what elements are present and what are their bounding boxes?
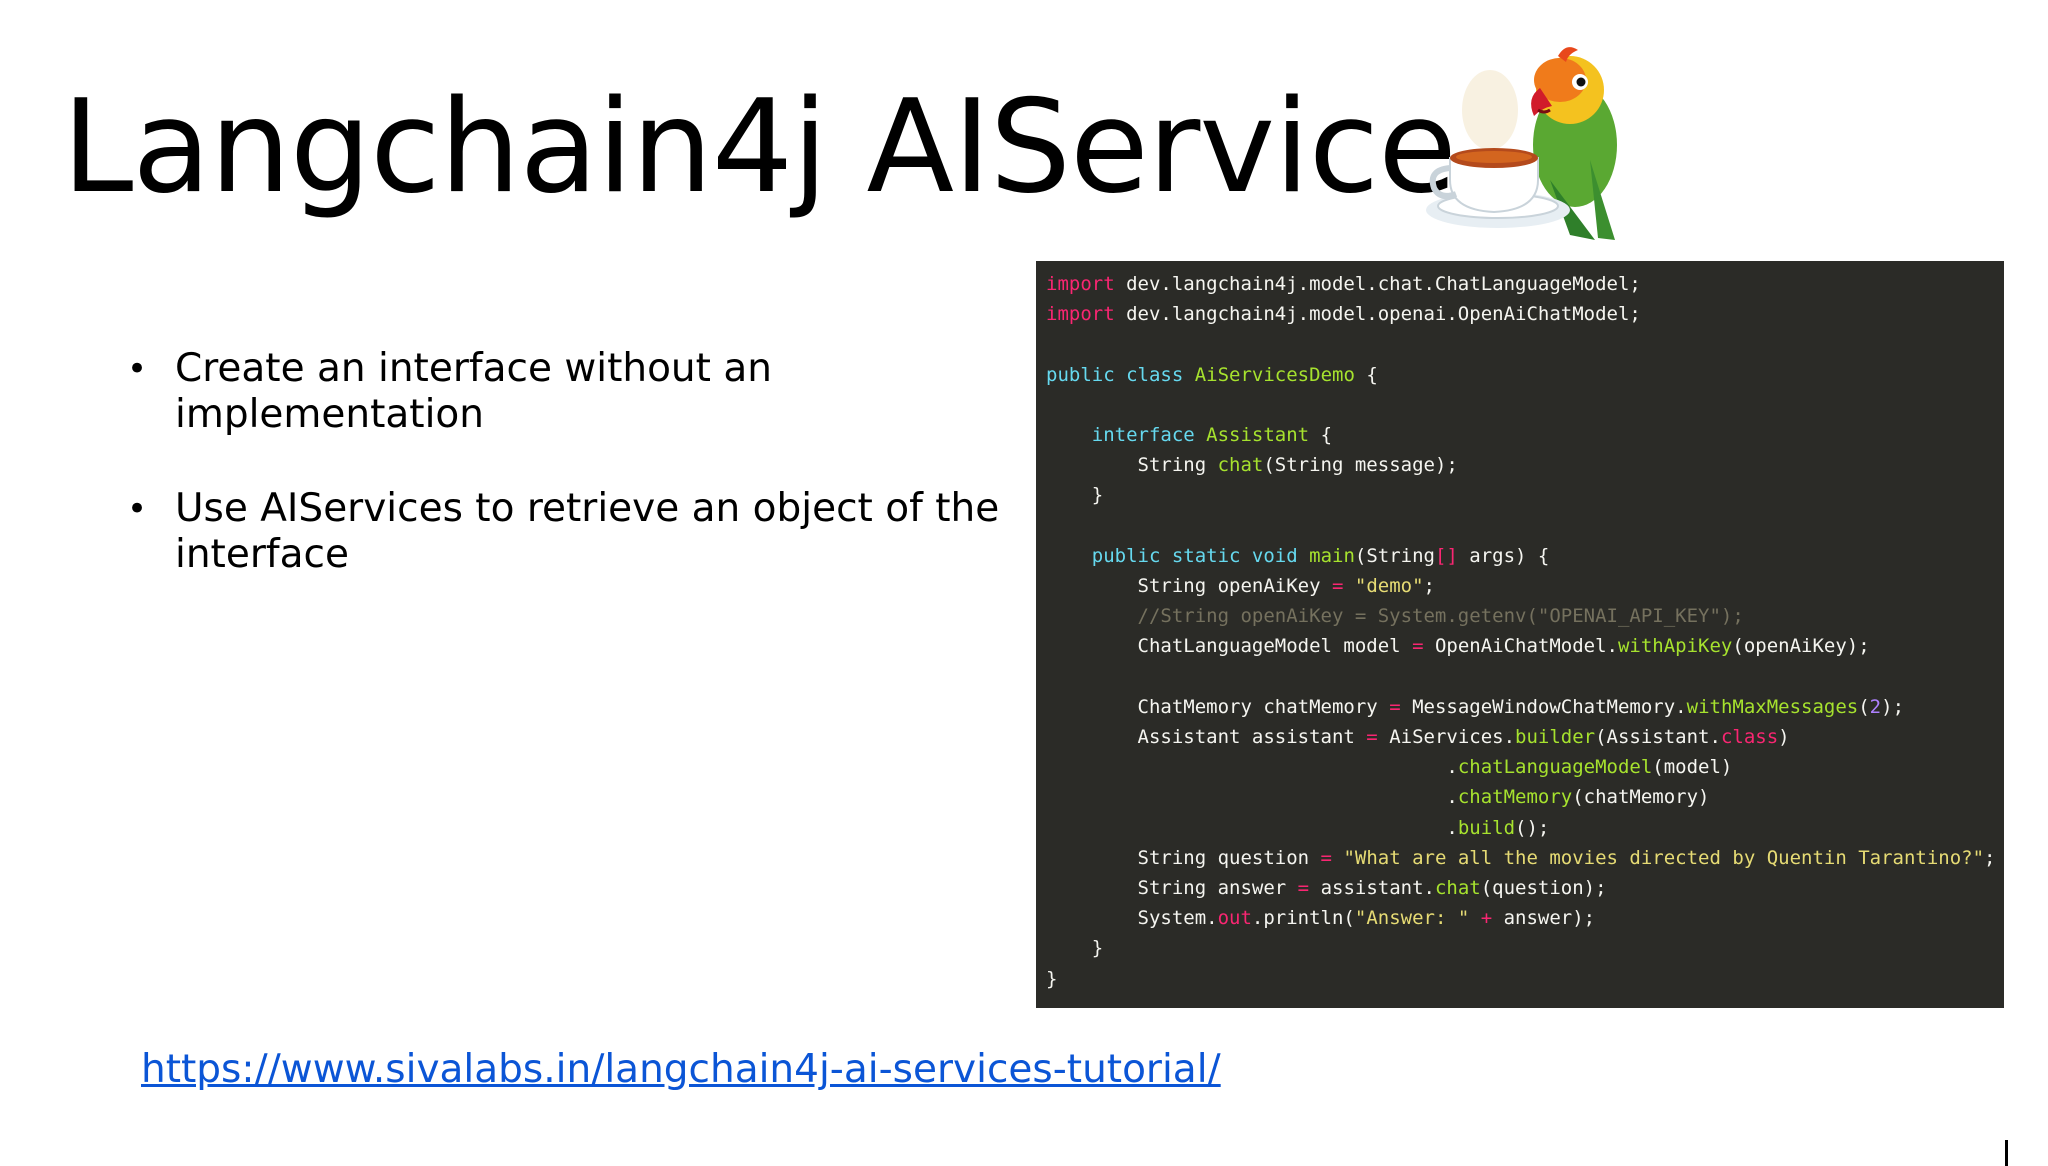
tutorial-link[interactable]: https://www.sivalabs.in/langchain4j-ai-s… (141, 1047, 1221, 1092)
bullet-item: •Use AIServices to retrieve an object of… (127, 486, 1000, 577)
bullet-text: Use AIServices to retrieve an object of … (175, 486, 1000, 577)
text-cursor-icon (2005, 1140, 2008, 1166)
bullet-text: Create an interface without an implement… (175, 346, 772, 437)
slide-title: Langchain4j AIService (62, 73, 1457, 222)
parrot-teacup-logo (1426, 47, 1617, 240)
bullet-list: •Create an interface without an implemen… (125, 346, 1005, 626)
bullet-item: •Create an interface without an implemen… (127, 346, 772, 437)
code-screenshot: import dev.langchain4j.model.chat.ChatLa… (1036, 261, 2004, 1008)
code-block: import dev.langchain4j.model.chat.ChatLa… (1046, 273, 1996, 990)
